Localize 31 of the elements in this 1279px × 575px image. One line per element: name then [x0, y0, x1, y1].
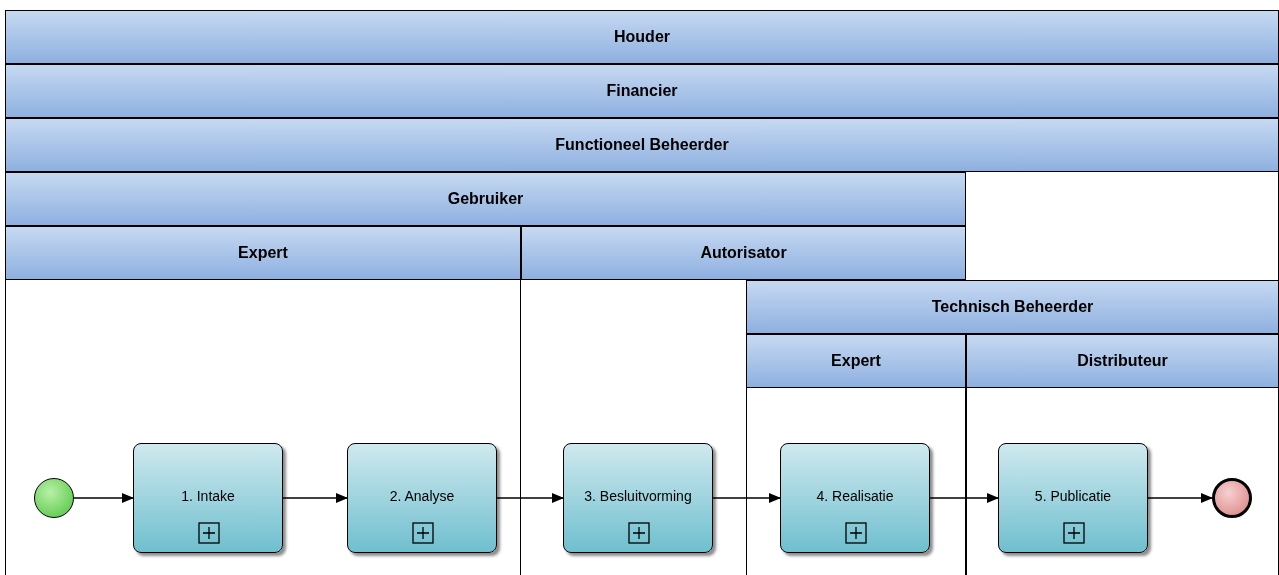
task-label: 4. Realisatie: [815, 488, 895, 504]
swimlane: [966, 334, 1279, 575]
arrow: [282, 493, 348, 503]
end-event: [1212, 478, 1252, 518]
task-label: 5. Publicatie: [1033, 488, 1113, 504]
lane-header: Expert: [6, 227, 520, 280]
subprocess-box: [133, 443, 283, 553]
arrow: [712, 493, 781, 503]
subprocess-box: [780, 443, 930, 553]
task-label: 2. Analyse: [388, 488, 456, 504]
lane-header: Expert: [747, 335, 965, 388]
swimlane: [746, 334, 966, 575]
swimlane: [746, 280, 1279, 575]
start-event: [34, 478, 74, 518]
arrow: [73, 493, 134, 503]
arrow: [496, 493, 564, 503]
arrow: [929, 493, 999, 503]
subprocess-box: [998, 443, 1148, 553]
lane-header: Functioneel Beheerder: [6, 119, 1278, 172]
lane-header: Technisch Beheerder: [747, 281, 1278, 334]
lane-header: Houder: [6, 11, 1278, 64]
task-label: 3. Besluitvorming: [583, 488, 693, 504]
task-label: 1. Intake: [180, 488, 236, 504]
lane-header: Distributeur: [967, 335, 1278, 388]
subprocess-box: [347, 443, 497, 553]
lane-header: Financier: [6, 65, 1278, 118]
subprocess-box: [563, 443, 713, 553]
arrow: [1147, 493, 1213, 503]
lane-header: Autorisator: [522, 227, 965, 279]
swimlane: [5, 226, 521, 575]
lane-header: Gebruiker: [6, 173, 965, 225]
